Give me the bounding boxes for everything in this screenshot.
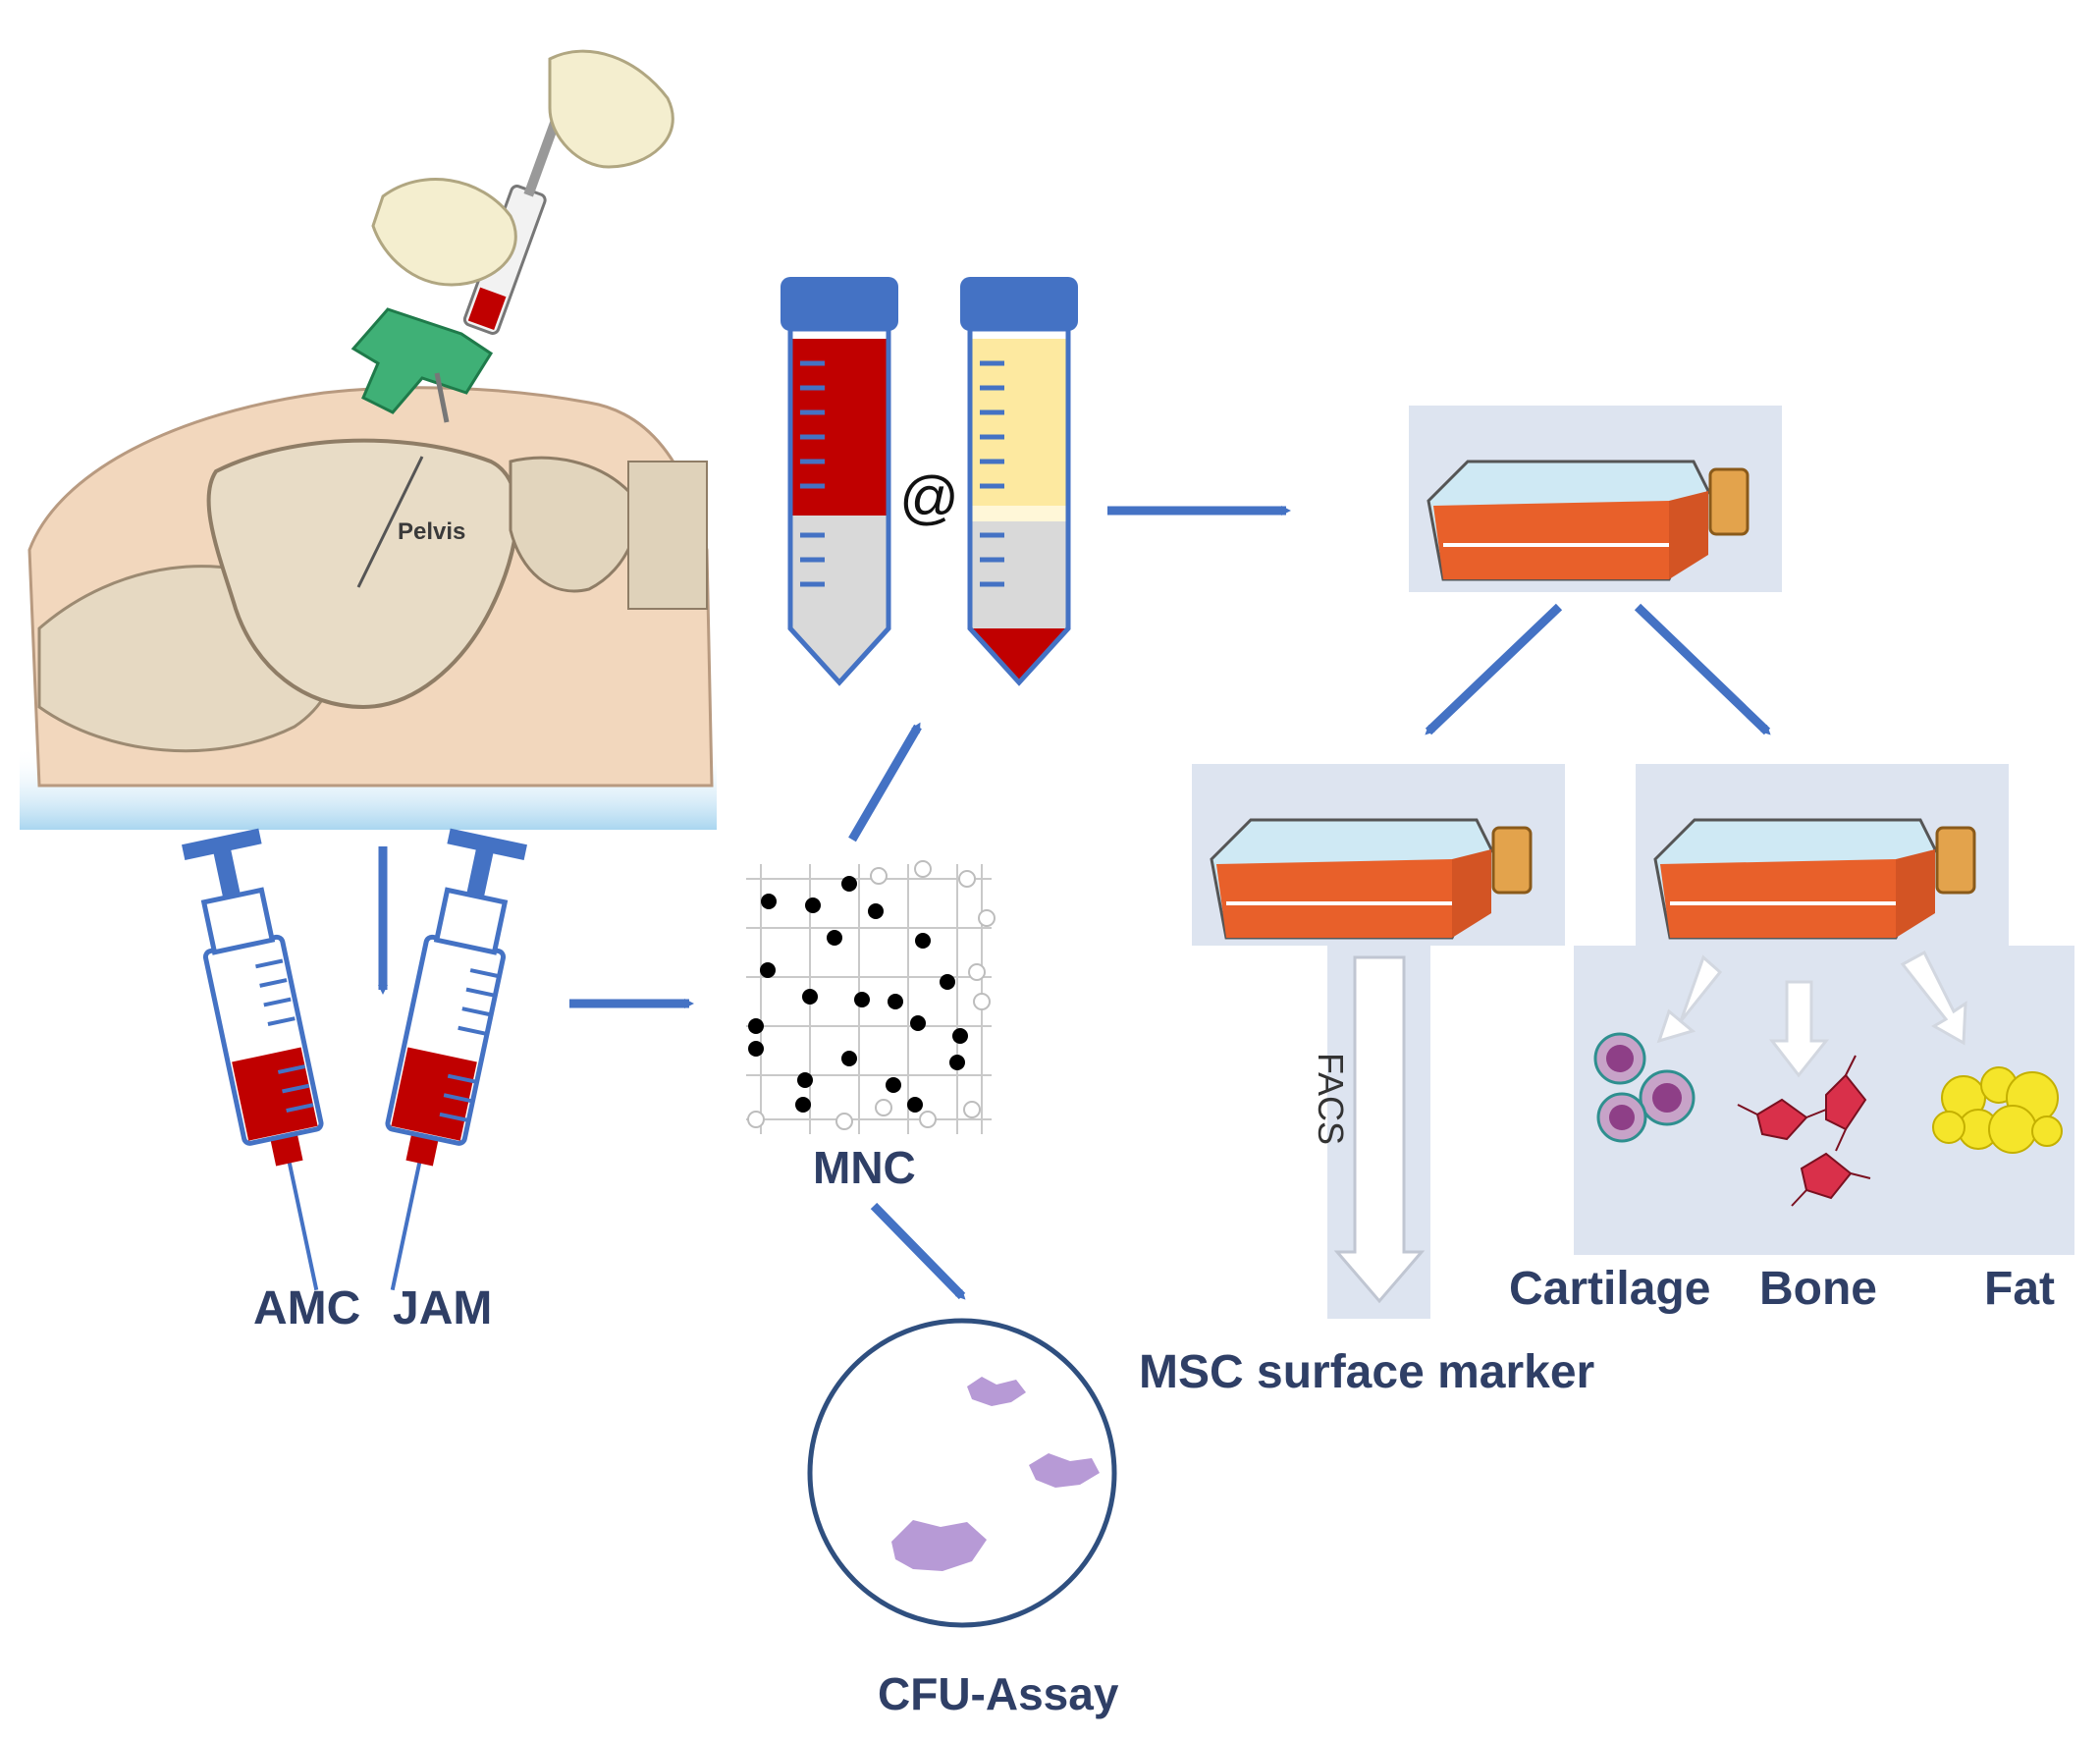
cfu-assay-label: CFU-Assay	[878, 1668, 1119, 1719]
cartilage-cells	[1593, 1032, 1696, 1143]
centrifugation-at-symbol: @	[899, 464, 959, 530]
arrow-to-bone	[1768, 980, 1830, 1078]
tube-before-centrifuge	[781, 277, 898, 686]
differentiation-panel	[1574, 946, 2074, 1255]
pelvis-bone	[206, 438, 519, 710]
bone-label: Bone	[1759, 1263, 1877, 1315]
gloved-hand-bottom	[371, 178, 517, 287]
culture-flask-facs	[1192, 764, 1565, 946]
tube-after-centrifuge	[960, 277, 1078, 686]
facs-label: FACS	[1311, 1053, 1351, 1146]
fat-label: Fat	[1984, 1263, 2055, 1315]
bone-cells	[1737, 1055, 1871, 1207]
mnc-label: MNC	[813, 1142, 916, 1193]
gloved-hand-top	[548, 49, 674, 169]
arrow-mnc-to-cfu	[870, 1202, 966, 1300]
cartilage-label: Cartilage	[1509, 1263, 1711, 1315]
arrow-to-cartilage	[1656, 954, 1723, 1044]
syringe-amc	[182, 828, 324, 1291]
arrow-culture-to-differentiation	[1634, 603, 1771, 735]
syringe-jam	[385, 828, 527, 1291]
pelvis-pointer-line	[356, 456, 424, 588]
spine-segment	[627, 461, 708, 610]
arrow-culture-to-facs	[1425, 603, 1563, 735]
culture-flask-main	[1409, 406, 1782, 592]
pelvis-label: Pelvis	[398, 518, 466, 545]
culture-flask-differentiation	[1636, 764, 2009, 946]
trocar-needle	[434, 372, 450, 423]
arrow-to-fat	[1900, 950, 1967, 1046]
jam-label: JAM	[393, 1282, 493, 1334]
mnc-counting-grid	[746, 860, 996, 1134]
bone-marrow-aspiration-illustration	[20, 49, 717, 830]
cfu-petri-dish	[807, 1318, 1117, 1628]
fat-cells	[1932, 1066, 2063, 1154]
arrow-mnc-to-tubes	[848, 722, 922, 843]
amc-label: AMC	[253, 1282, 361, 1334]
msc-surface-marker-label: MSC surface marker	[1139, 1346, 1595, 1398]
facs-column	[1327, 946, 1430, 1319]
trocar-handle	[350, 307, 494, 414]
workflow-arrows	[378, 506, 1771, 1300]
